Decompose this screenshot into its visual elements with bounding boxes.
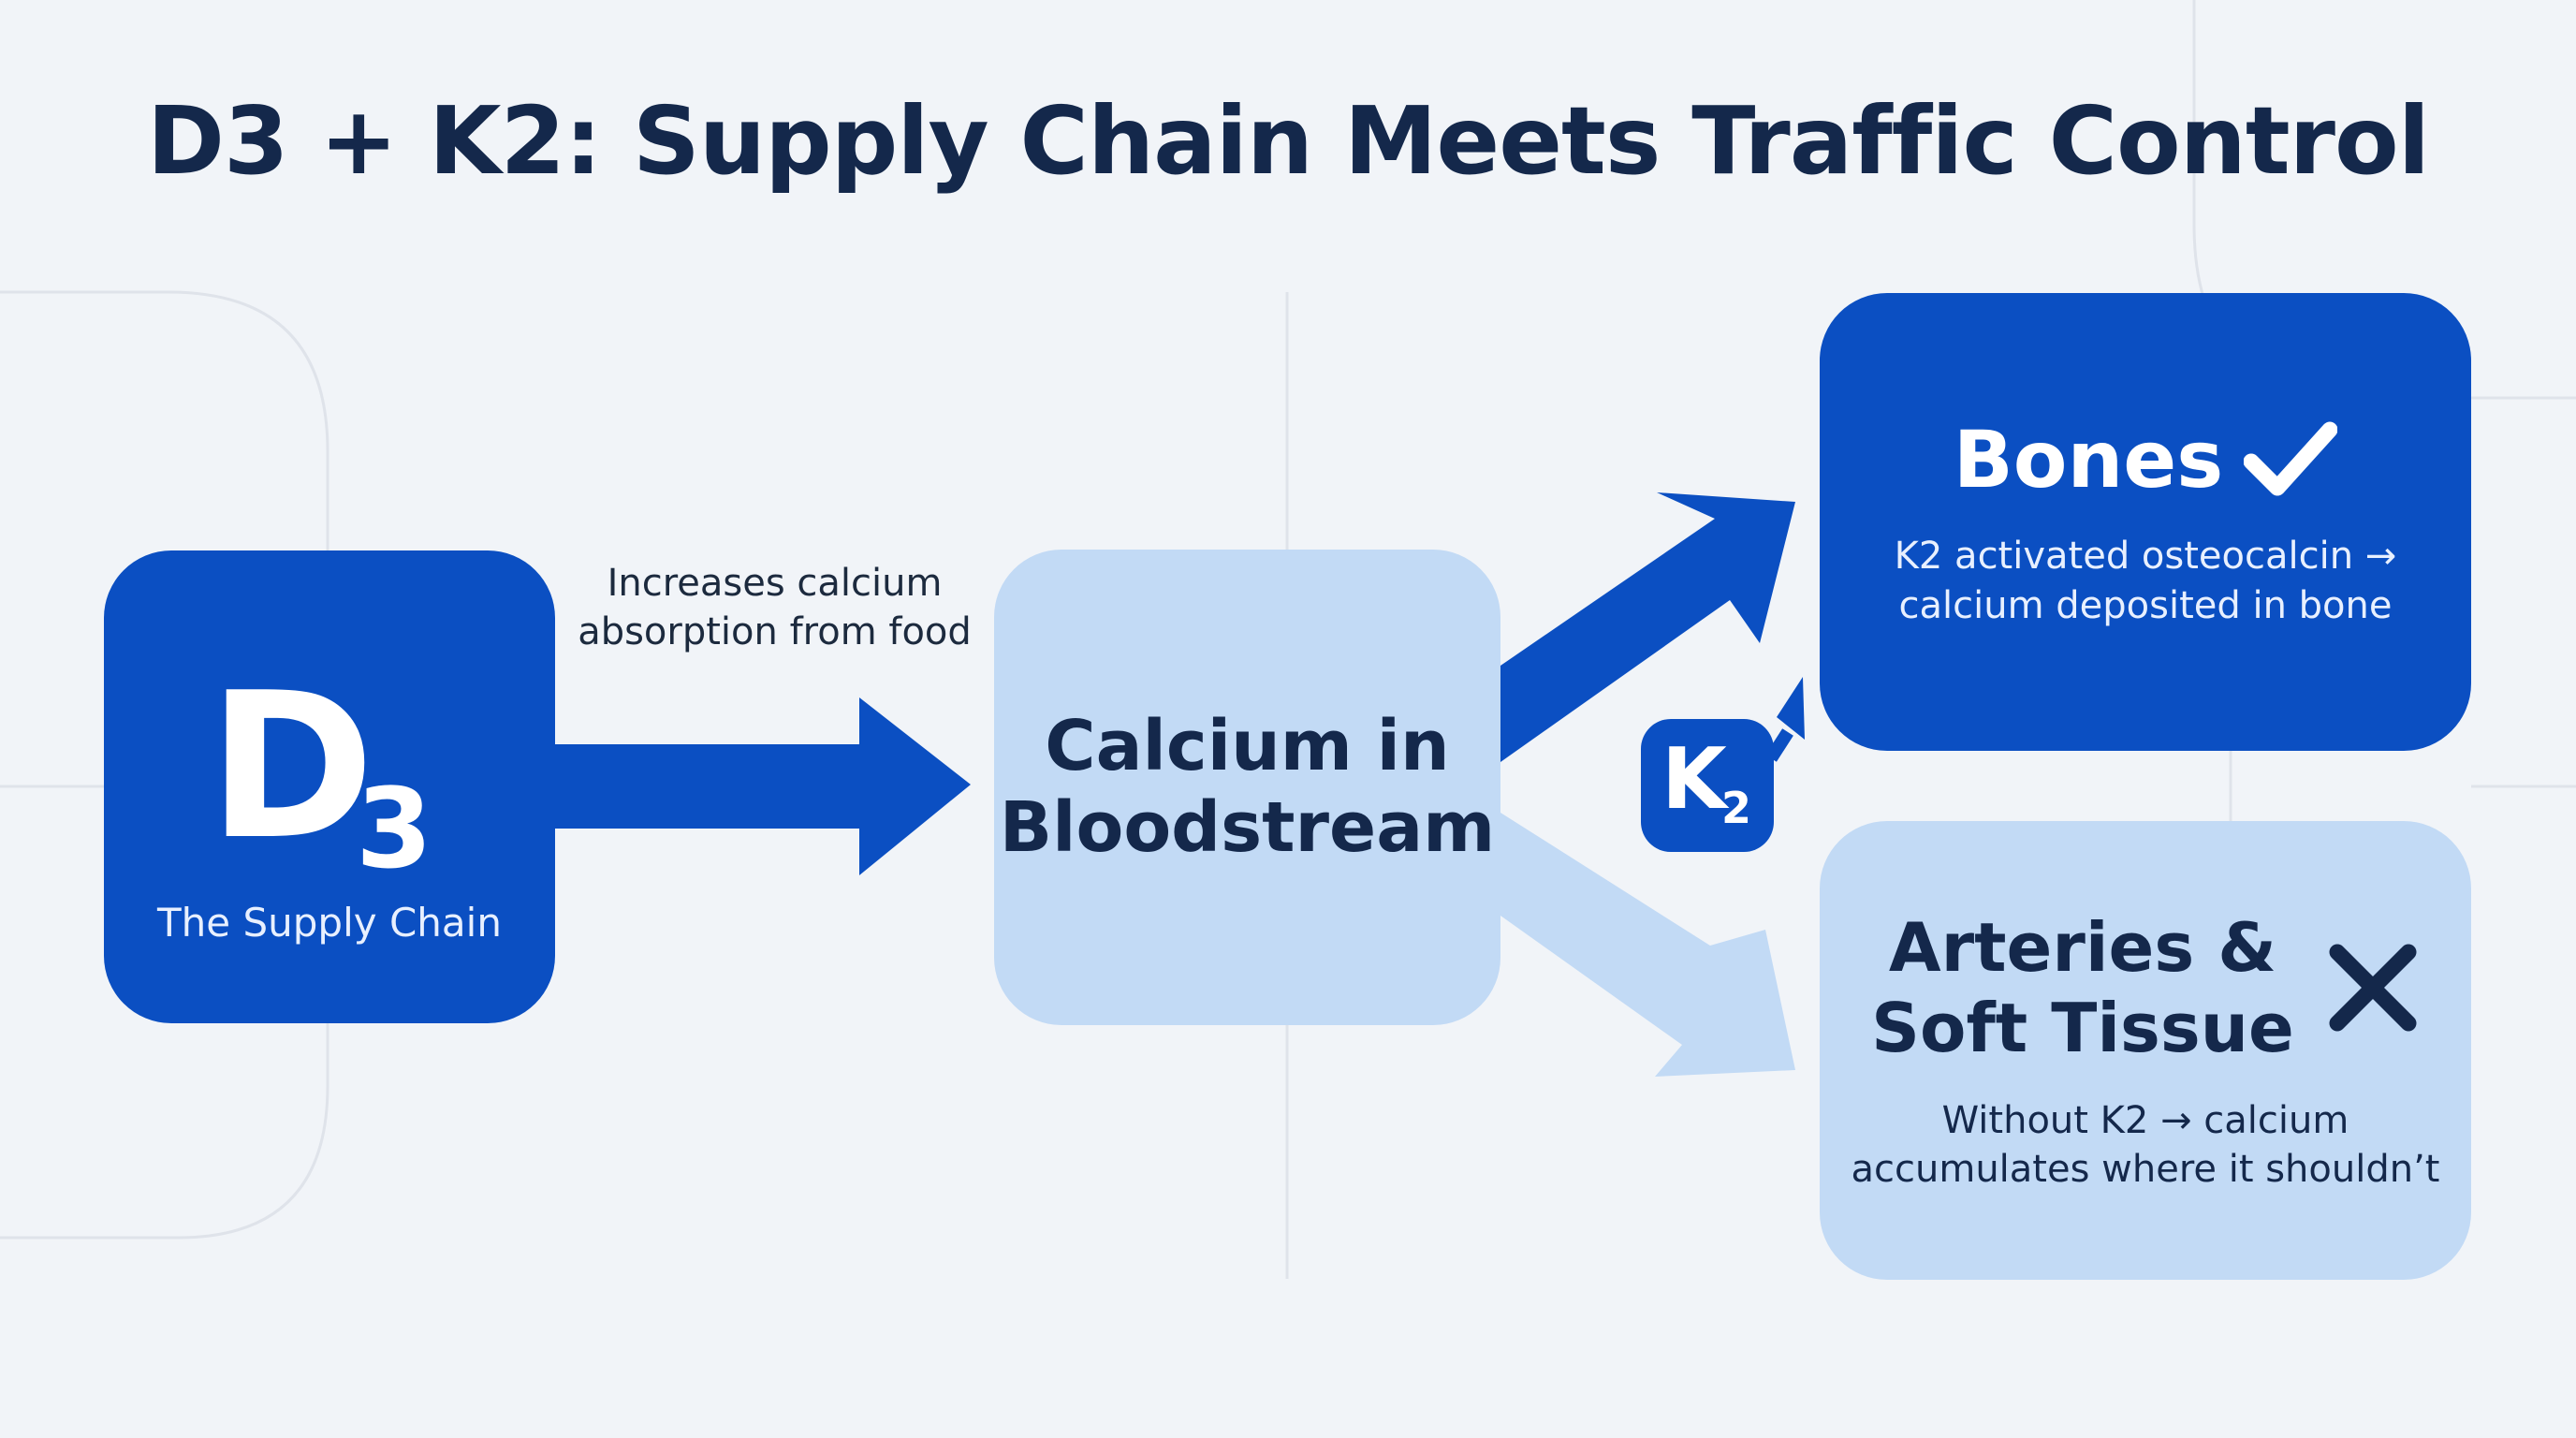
- d3-subscript: 3: [356, 764, 433, 893]
- arteries-description: Without K2 → calcium accumulates where i…: [1852, 1096, 2440, 1194]
- bones-title: Bones: [1953, 413, 2224, 506]
- bones-box: Bones K2 activated osteocalcin → calcium…: [1820, 293, 2471, 751]
- d3-symbol: D 3: [208, 666, 451, 890]
- k2-badge: K 2: [1641, 719, 1774, 852]
- k2-letter: K: [1661, 730, 1727, 829]
- calcium-to-arteries-arrow: [1500, 813, 1795, 1077]
- calcium-bloodstream-box: Calcium in Bloodstream: [994, 550, 1500, 1025]
- arteries-title: Arteries & Soft Tissue: [1871, 907, 2294, 1069]
- k2-pointer-arrow: [1765, 677, 1805, 762]
- bones-desc-line1: K2 activated osteocalcin →: [1894, 534, 2397, 578]
- arteries-title-line1: Arteries &: [1888, 907, 2277, 987]
- k2-subscript: 2: [1721, 783, 1752, 833]
- d3-letter: D: [208, 649, 375, 884]
- checkmark-icon: [2244, 421, 2338, 496]
- bones-header: Bones: [1954, 414, 2338, 506]
- d3-to-calcium-arrow: [555, 697, 971, 875]
- arteries-desc-line1: Without K2 → calcium: [1941, 1099, 2349, 1143]
- arteries-header: Arteries & Soft Tissue: [1871, 907, 2420, 1069]
- calcium-title: Calcium in Bloodstream: [1000, 706, 1496, 870]
- cross-icon: [2329, 944, 2417, 1032]
- arteries-desc-line2: accumulates where it shouldn’t: [1851, 1148, 2440, 1192]
- calcium-to-bones-arrow: [1500, 492, 1795, 762]
- page-title: D3 + K2: Supply Chain Meets Traffic Cont…: [147, 86, 2430, 196]
- bones-desc-line2: calcium deposited in bone: [1898, 583, 2393, 627]
- absorption-label: Increases calcium absorption from food: [562, 559, 988, 656]
- d3-label: The Supply Chain: [157, 900, 502, 946]
- calcium-title-line1: Calcium in: [1045, 705, 1450, 786]
- d3-supply-chain-box: D 3 The Supply Chain: [104, 550, 555, 1023]
- arteries-soft-tissue-box: Arteries & Soft Tissue Without K2 → calc…: [1820, 821, 2471, 1280]
- absorption-label-line1: Increases calcium: [607, 562, 943, 605]
- calcium-title-line2: Bloodstream: [999, 787, 1496, 868]
- bones-description: K2 activated osteocalcin → calcium depos…: [1895, 532, 2397, 631]
- arteries-title-line2: Soft Tissue: [1871, 989, 2294, 1067]
- absorption-label-line2: absorption from food: [578, 610, 972, 653]
